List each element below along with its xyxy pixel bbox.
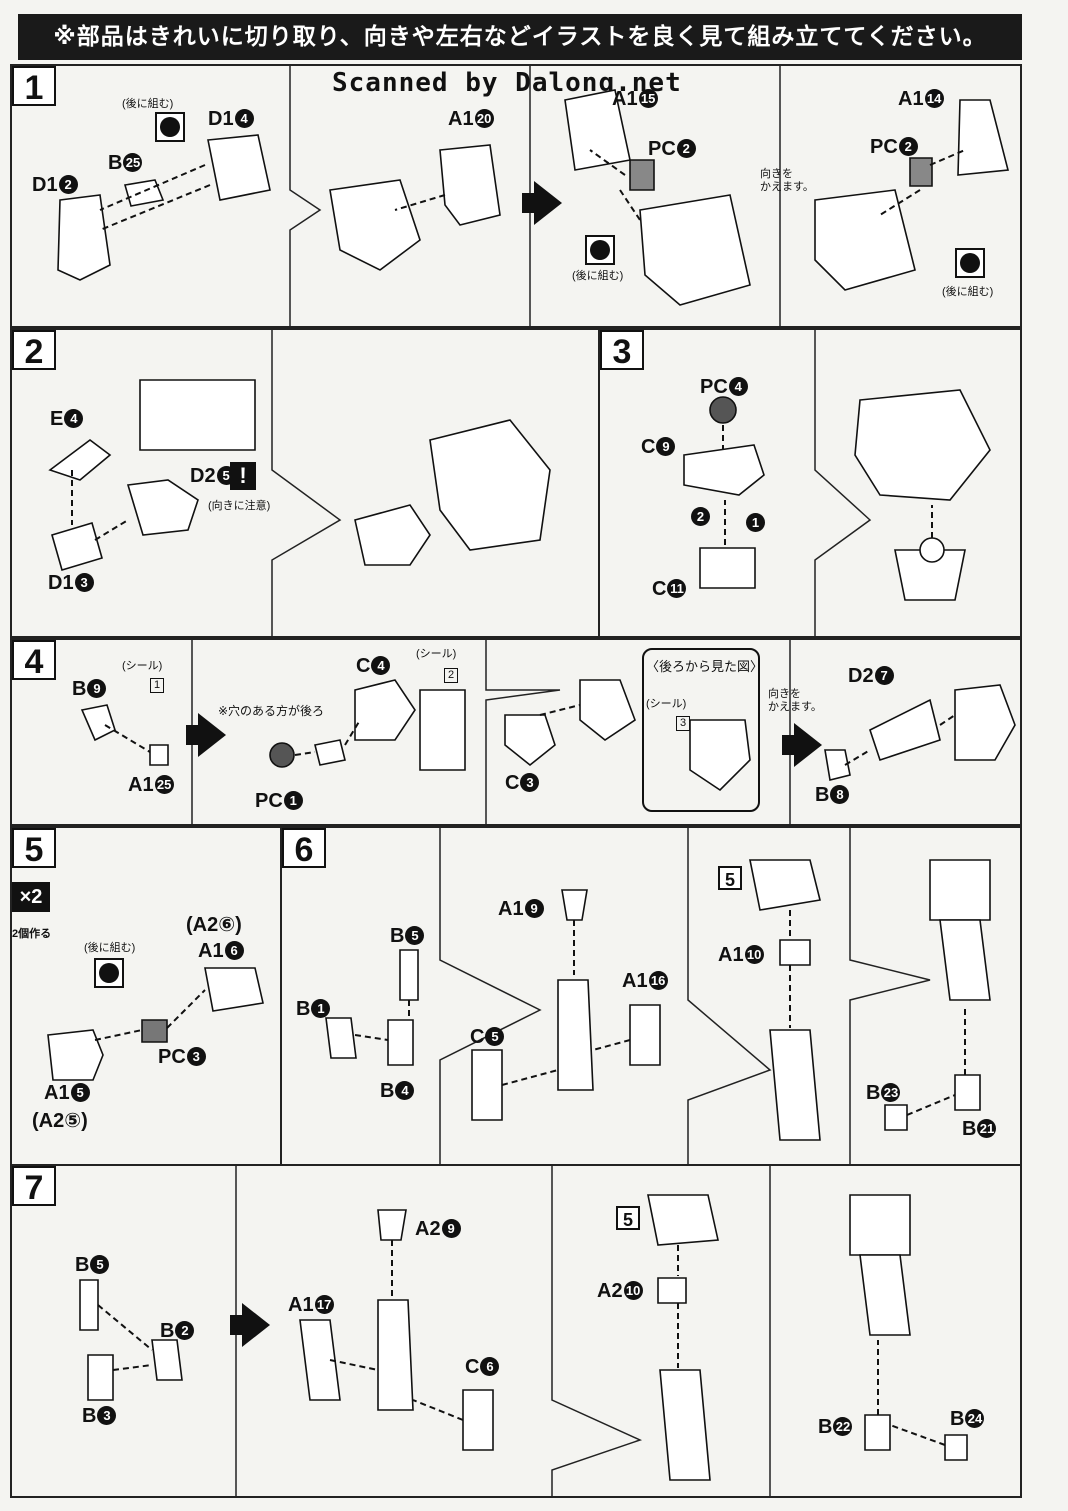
later-note: (後に組む) xyxy=(84,942,136,954)
order-marker-2: 2 xyxy=(690,506,710,529)
caution-note: (向きに注意) xyxy=(208,500,271,512)
order-marker-1: 1 xyxy=(745,512,765,535)
hole-note: ※穴のある方が後ろ xyxy=(218,704,325,718)
step-number: 5 xyxy=(12,828,56,869)
back-view-title: 〈後ろから見た図〉 xyxy=(646,659,764,674)
turn-note: 向きを かえます。 xyxy=(768,688,822,713)
step-number: 3 xyxy=(600,330,644,371)
flow-arrow-body xyxy=(782,735,796,755)
step-4-panel: 4 xyxy=(10,638,1022,826)
later-note: (後に組む) xyxy=(572,270,624,282)
later-marker-icon xyxy=(955,248,985,278)
part-label-a2-6: (A2⑥) xyxy=(186,914,242,936)
caution-icon: ! xyxy=(230,462,256,490)
step-number: 2 xyxy=(12,330,56,371)
later-marker-icon xyxy=(94,958,124,988)
step-3-panel: 3 xyxy=(598,328,1022,638)
step-ref-5: 5 xyxy=(718,866,742,890)
later-note: (後に組む) xyxy=(942,286,994,298)
step-number: 6 xyxy=(282,828,326,869)
flow-arrow-icon xyxy=(198,713,226,757)
seal-number: 2 xyxy=(444,668,459,683)
seal-note: (シール) xyxy=(122,660,163,672)
flow-arrow-body xyxy=(230,1315,244,1335)
flow-arrow-body xyxy=(522,193,536,213)
step-7-panel: 7 xyxy=(10,1164,1022,1498)
flow-arrow-icon xyxy=(794,723,822,767)
later-marker-icon xyxy=(155,112,185,142)
back-view-callout xyxy=(642,648,760,812)
seal-number: 1 xyxy=(150,678,165,693)
instruction-banner: ※部品はきれいに切り取り、向きや左右などイラストを良く見て組み立ててください。 xyxy=(18,14,1022,60)
flow-arrow-icon xyxy=(242,1303,270,1347)
seal-note: (シール) xyxy=(416,648,457,660)
step-1-panel: 1 xyxy=(10,64,1022,328)
turn-note: 向きを かえます。 xyxy=(760,168,814,193)
part-label-a2-5: (A2⑤) xyxy=(32,1110,88,1132)
seal-note: (シール) xyxy=(646,698,687,710)
step-number: 7 xyxy=(12,1166,56,1207)
later-note: (後に組む) xyxy=(122,98,174,110)
flow-arrow-icon xyxy=(534,181,562,225)
scan-watermark: Scanned by Dalong.net xyxy=(332,68,682,98)
step-number: 4 xyxy=(12,640,56,681)
make-two-note: 2個作る xyxy=(12,928,52,940)
later-marker-icon xyxy=(585,235,615,265)
quantity-badge: ×2 xyxy=(12,882,50,912)
step-number: 1 xyxy=(12,66,56,107)
seal-number: 3 xyxy=(676,716,691,731)
flow-arrow-body xyxy=(186,725,200,745)
step-ref-5: 5 xyxy=(616,1206,640,1230)
